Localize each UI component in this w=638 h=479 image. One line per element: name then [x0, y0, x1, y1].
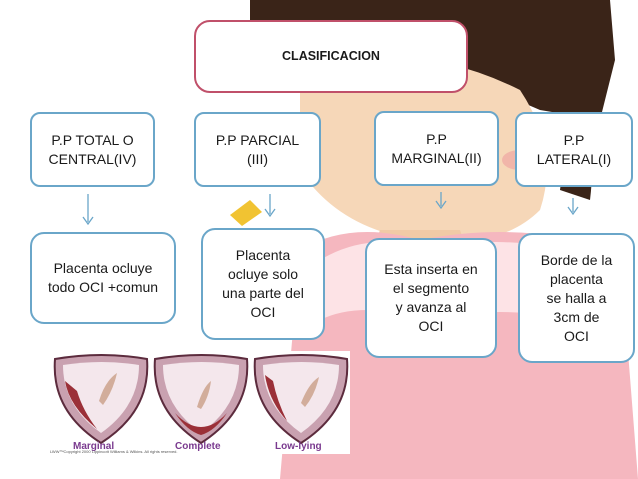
arrow-down-icon [82, 194, 94, 226]
description-text-marginal: Esta inserta en el segmento y avanza al … [384, 261, 478, 334]
placenta-figures: Marginal Complete Low-lying LWW™Copyrigh… [50, 354, 349, 454]
title-box: CLASIFICACION [194, 20, 468, 93]
description-box-marginal: Esta inserta en el segmento y avanza al … [365, 238, 497, 358]
copyright-text: LWW™Copyright 2000 Lippincott Williams &… [50, 449, 178, 454]
description-box-lateral: Borde de la placenta se halla a 3cm de O… [518, 233, 635, 363]
category-box-parcial: P.P PARCIAL (III) [194, 112, 321, 187]
uterus-marginal-image [53, 354, 149, 445]
description-box-parcial: Placenta ocluye solo una parte del OCI [201, 228, 325, 340]
description-text-total: Placenta ocluye todo OCI +comun [47, 260, 159, 295]
uterus-low-lying-image [253, 354, 349, 445]
description-text-parcial: Placenta ocluye solo una parte del OCI [222, 247, 304, 320]
arrow-down-icon [435, 192, 447, 210]
category-box-total: P.P TOTAL O CENTRAL(IV) [30, 112, 155, 187]
category-box-marginal: P.P MARGINAL(II) [374, 111, 499, 186]
category-label-lateral: P.P LATERAL(I) [536, 131, 612, 167]
category-label-total: P.P TOTAL O CENTRAL(IV) [48, 131, 137, 167]
placenta-illustration: Marginal Complete Low-lying LWW™Copyrigh… [47, 351, 350, 454]
caption-complete: Complete [175, 441, 221, 452]
uterus-complete-image [153, 354, 249, 445]
category-box-lateral: P.P LATERAL(I) [515, 112, 633, 187]
description-box-total: Placenta ocluye todo OCI +comun [30, 232, 176, 324]
description-text-lateral: Borde de la placenta se halla a 3cm de O… [540, 251, 613, 344]
arrow-down-icon [567, 198, 579, 216]
arrow-down-icon [264, 194, 276, 218]
title-text: CLASIFICACION [282, 49, 380, 63]
caption-marginal: Marginal [73, 441, 114, 452]
category-label-parcial: P.P PARCIAL (III) [215, 131, 300, 167]
caption-low-lying: Low-lying [275, 441, 322, 452]
category-label-marginal: P.P MARGINAL(II) [391, 130, 482, 166]
